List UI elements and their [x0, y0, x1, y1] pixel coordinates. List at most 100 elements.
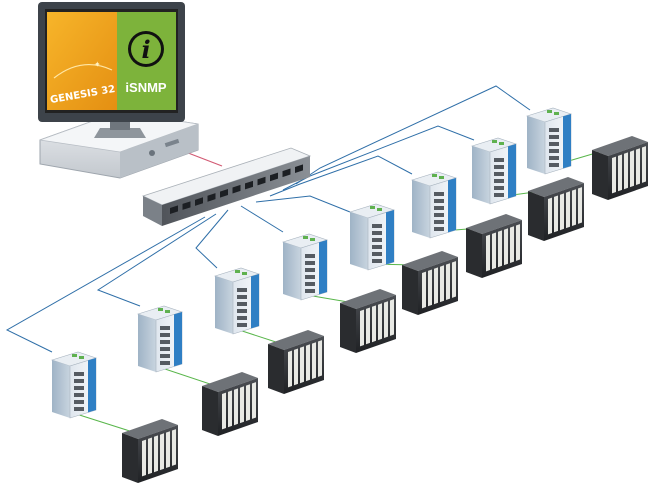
switch-port-icon — [237, 288, 247, 292]
plc-top — [202, 372, 258, 392]
plc-module — [228, 390, 232, 428]
rack-port-icon — [282, 168, 291, 178]
plc-side — [268, 344, 284, 394]
plc-module — [246, 384, 250, 421]
rack-port-icon — [207, 193, 216, 202]
plc-module — [294, 348, 298, 386]
switch-port-icon — [434, 199, 444, 203]
switch-port-icon — [74, 379, 84, 383]
switch-port-icon — [237, 309, 247, 313]
plc-module — [312, 342, 316, 379]
switch-stripe — [319, 240, 327, 295]
power-button-icon — [149, 150, 155, 156]
info-glyph: i — [141, 35, 150, 64]
rack-port-icon — [232, 184, 241, 194]
switch-port-icon — [305, 254, 315, 258]
plc-module — [618, 154, 622, 192]
info-icon-ring — [131, 34, 161, 64]
switch-port-icon — [160, 326, 170, 330]
plc-module — [372, 305, 376, 343]
rack-port-icon — [195, 197, 203, 206]
plc-side — [528, 191, 544, 241]
uplink-line — [5, 216, 206, 353]
switch-connector — [439, 176, 444, 179]
uplink-line — [282, 125, 475, 191]
switch-port-icon — [237, 323, 247, 327]
rack-port-icon — [270, 172, 278, 182]
plc-rack-icon — [202, 372, 258, 436]
plc-side — [340, 303, 356, 353]
uplink-line — [240, 205, 284, 233]
switch-stripe — [88, 358, 96, 413]
plc-module — [510, 226, 514, 263]
plc-side — [202, 386, 218, 436]
switch-port-icon — [160, 333, 170, 337]
plc-module — [318, 340, 322, 377]
plc-module — [306, 344, 310, 382]
switch-stripe — [251, 274, 259, 329]
plc-rack-icon — [268, 330, 324, 394]
switch-connector — [235, 270, 240, 273]
industrial-switch-icon — [349, 203, 395, 271]
switch-port-icon — [372, 252, 382, 256]
switch-connector — [165, 310, 170, 313]
switch-port-icon — [372, 238, 382, 242]
switch-port-icon — [494, 165, 504, 169]
switch-port-icon — [74, 393, 84, 397]
switch-port-icon — [305, 275, 315, 279]
switch-connector — [242, 272, 247, 275]
genesis-swoosh-icon — [53, 64, 113, 79]
computer-icon: ✦ GENESIS 32 i iSNMP — [38, 2, 199, 179]
switch-port-icon — [237, 302, 247, 306]
switch-port-icon — [549, 156, 559, 160]
plc-module — [492, 232, 496, 270]
industrial-switch-icon — [214, 267, 260, 335]
monitor-stand — [94, 128, 146, 138]
plc-top — [592, 136, 648, 156]
switch-side — [472, 146, 490, 204]
genesis-panel — [47, 12, 117, 110]
switch-port-icon — [372, 259, 382, 263]
plc-rack-icon — [528, 177, 584, 241]
plc-top — [402, 251, 458, 271]
plc-top — [466, 214, 522, 234]
desktop-case-front — [120, 124, 198, 178]
switch-connector — [158, 308, 163, 311]
switch-port-icon — [237, 295, 247, 299]
plc-module — [222, 392, 226, 430]
switch-connector — [377, 208, 382, 211]
switch-port-icon — [372, 231, 382, 235]
plc-racks — [122, 136, 648, 483]
switch-side — [350, 212, 368, 270]
switch-connector — [432, 174, 437, 177]
plc-module — [142, 439, 146, 477]
switch-port-icon — [549, 142, 559, 146]
plc-module — [504, 228, 508, 266]
switch-port-icon — [494, 179, 504, 183]
switch-port-icon — [494, 193, 504, 197]
plc-module — [486, 234, 490, 272]
plc-module — [440, 265, 444, 303]
switch-port-icon — [434, 220, 444, 224]
plc-module — [554, 195, 558, 233]
switch-port-icon — [160, 354, 170, 358]
plc-module — [360, 309, 364, 347]
switch-side — [215, 276, 233, 334]
switch-port-icon — [237, 316, 247, 320]
industrial-switch-icon — [51, 351, 97, 419]
uplink-line — [269, 155, 413, 197]
switch-connector — [79, 356, 84, 359]
plc-module — [548, 197, 552, 235]
switch-port-icon — [305, 289, 315, 293]
switch-connector — [554, 112, 559, 115]
switch-side — [138, 314, 156, 372]
device-link-line — [69, 411, 137, 434]
plc-module — [566, 191, 570, 229]
plc-module — [148, 437, 152, 475]
plc-module — [366, 307, 370, 345]
device-link-line — [155, 365, 217, 387]
switch-port-icon — [160, 347, 170, 351]
isnmp-logo-text: iSNMP — [125, 80, 167, 95]
